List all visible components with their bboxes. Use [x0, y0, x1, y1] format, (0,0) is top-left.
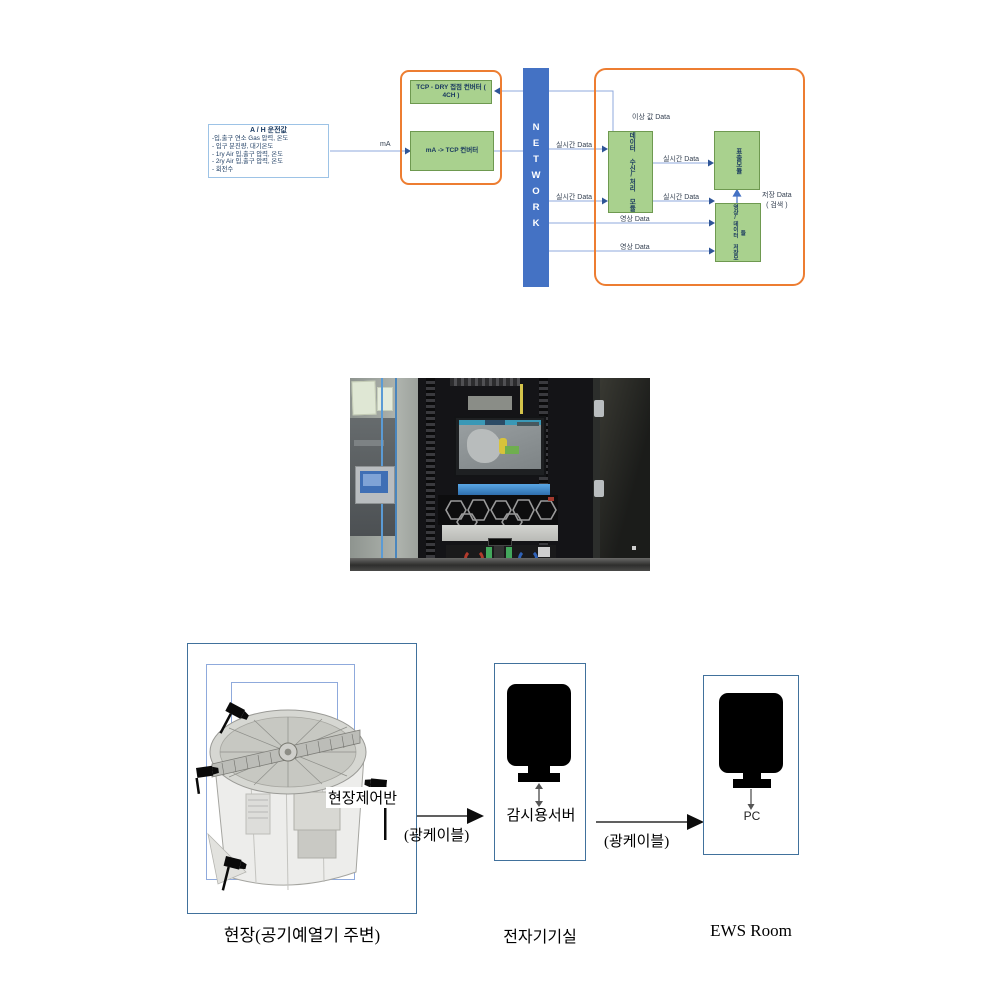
module-label: 영상/데이터 저장모듈 — [732, 204, 746, 261]
photo-cabinet-detail — [354, 440, 384, 446]
server-group-frame — [594, 68, 805, 286]
photo-cctv-green-patch — [505, 446, 519, 454]
photo-door-hinge-strip — [593, 378, 600, 571]
monitor-icon-base — [518, 773, 560, 782]
realtime-data-label: 실시간 Data — [556, 142, 593, 149]
network-label: NETWORK — [530, 121, 542, 234]
photo-small-module — [488, 538, 512, 546]
photo-terminal-block — [494, 545, 504, 563]
monitoring-server-box: 감시용서버 — [494, 663, 586, 861]
ah-box-line: - 2ry Air 입,출구 압력, 온도 — [212, 158, 283, 166]
pc-box: PC — [703, 675, 799, 855]
photo-yellow-cable — [520, 384, 523, 414]
honeycomb-pattern — [445, 497, 557, 525]
photo-door-hinge — [594, 400, 604, 417]
server-rack-photo — [350, 378, 650, 571]
photo-cctv-timestamp — [517, 422, 539, 426]
ah-box-line: - 입구 분진량, 대기온도 — [212, 142, 274, 150]
ma-signal-label: mA — [380, 141, 391, 148]
video-data-label: 영상 Data — [620, 244, 650, 251]
video-data-storage-module-box: 영상/데이터 저장모듈 — [715, 203, 761, 262]
ah-box-line: - 회전수 — [212, 166, 234, 174]
pc-label: PC — [743, 809, 761, 823]
realtime-data-label: 실시간 Data — [663, 194, 700, 201]
photo-control-screen-window — [363, 474, 381, 486]
field-control-panel-label: 현장제어반 — [326, 787, 400, 808]
electronics-room-caption: 전자기기실 — [503, 929, 577, 946]
ah-box-title: A / H 운전값 — [250, 127, 287, 134]
photo-white-connector — [538, 547, 550, 557]
down-arrow-icon — [747, 789, 755, 810]
ma-tcp-converter-box: mA -> TCP 컨버터 — [410, 131, 494, 171]
photo-cctv-titlebar-text — [485, 420, 505, 425]
photo-rack-rail-left — [426, 378, 435, 571]
photo-green-connector — [486, 547, 492, 563]
photo-control-panel — [355, 466, 395, 504]
photo-glass-edge — [395, 378, 397, 571]
site-caption: 현장(공기예열기 주변) — [223, 926, 381, 945]
photo-paper-note — [377, 387, 393, 411]
save-data-label: 저장 Data ( 검색 ) — [762, 190, 792, 210]
photo-blue-tray — [458, 484, 550, 495]
ews-room-caption: EWS Room — [710, 921, 792, 940]
photo-top-vent — [450, 378, 520, 386]
optical-cable-label: (광케이블) — [404, 828, 470, 844]
video-data-label: 영상 Data — [620, 216, 650, 223]
photo-control-screen — [360, 471, 388, 493]
photo-top-bracket — [468, 396, 512, 410]
photo-blank-panel — [442, 525, 558, 541]
module-label: 데이터 수신/처리 모듈 — [627, 132, 635, 212]
photo-door-hinge — [594, 480, 604, 497]
display-module-box: 표출모듈 — [714, 131, 760, 190]
photo-floor — [350, 558, 650, 571]
ah-box-line: - 1ry Air 입,출구 압력, 온도 — [212, 150, 283, 158]
monitor-icon — [719, 693, 783, 773]
updown-arrow-icon — [535, 783, 543, 807]
photo-monitor — [454, 416, 546, 477]
ah-operation-values-box: A / H 운전값 -입,출구 연소 Gas 압력, 온도 - 입구 분진량, … — [208, 124, 329, 178]
alarm-data-label: 이상 값 Data — [632, 114, 670, 121]
air-preheater-drawing — [195, 702, 388, 891]
ah-box-line: -입,출구 연소 Gas 압력, 온도 — [212, 135, 289, 142]
monitor-icon — [507, 684, 571, 766]
site-box: 현장제어반 — [187, 643, 417, 914]
tcp-dry-converter-box: TCP - DRY 접점 컨버터 ( 4CH ) — [410, 80, 492, 104]
photo-green-connector — [506, 547, 512, 563]
save-data-label-line1: 저장 Data — [762, 192, 792, 199]
data-receive-process-module-box: 데이터 수신/처리 모듈 — [608, 131, 653, 213]
module-label: 표출모듈 — [734, 147, 742, 174]
monitoring-server-label: 감시용서버 — [506, 808, 576, 824]
photo-honeycomb-server — [438, 495, 558, 525]
network-bar: NETWORK — [523, 68, 549, 287]
photo-door-dot — [632, 546, 636, 550]
optical-cable-label: (광케이블) — [604, 834, 670, 850]
monitor-icon-base — [733, 779, 771, 788]
photo-paper-note — [351, 380, 377, 416]
realtime-data-label: 실시간 Data — [663, 156, 700, 163]
photo-monitor-screen — [459, 420, 541, 469]
realtime-data-label: 실시간 Data — [556, 194, 593, 201]
photo-cctv-blob — [467, 429, 501, 463]
save-data-label-line2: ( 검색 ) — [766, 202, 788, 209]
photo-cctv-person — [499, 438, 507, 454]
